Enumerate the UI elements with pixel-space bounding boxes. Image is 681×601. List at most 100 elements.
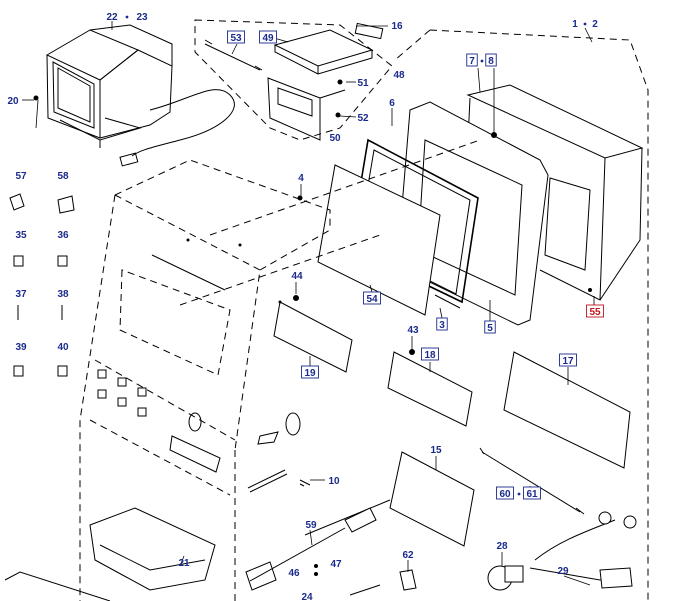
callout-5: 5 xyxy=(484,320,496,334)
callout-box xyxy=(496,486,514,500)
callout-number: 50 xyxy=(329,133,341,144)
callout-number: 49 xyxy=(262,33,274,44)
callout-16: 16 xyxy=(391,21,403,32)
callout-box xyxy=(559,353,577,367)
bottom-components xyxy=(4,447,637,601)
callout-box xyxy=(586,304,604,318)
callout-number: 43 xyxy=(407,325,419,336)
callout-number: 62 xyxy=(402,550,414,561)
callout-number: 23 xyxy=(136,12,148,23)
callout-box xyxy=(259,30,277,44)
small-parts-column xyxy=(9,193,75,377)
glass-panel-54 xyxy=(317,164,441,316)
callout-4: 4 xyxy=(298,173,304,184)
callout-number: 57 xyxy=(15,171,27,182)
callout-box xyxy=(466,53,478,67)
callout-number: 47 xyxy=(330,559,342,570)
callout-number: 54 xyxy=(366,294,378,305)
callout-number: 29 xyxy=(557,566,569,577)
lcd-unit-group xyxy=(394,29,649,601)
callout-6: 6 xyxy=(389,98,395,109)
callout-43: 43 xyxy=(407,325,419,336)
callout-35: 35 xyxy=(15,230,27,241)
callout-number: 59 xyxy=(305,520,317,531)
callout-number: 21 xyxy=(178,558,190,569)
callout-number: 16 xyxy=(391,21,403,32)
callout-36: 36 xyxy=(57,230,69,241)
callout-50: 50 xyxy=(329,133,341,144)
callout-number: 40 xyxy=(57,342,69,353)
callout-62: 62 xyxy=(402,550,414,561)
callout-number: 28 xyxy=(496,541,508,552)
callout-47: 47 xyxy=(330,559,342,570)
callout-number: 35 xyxy=(15,230,27,241)
callout-number: 15 xyxy=(430,445,442,456)
callout-number: 18 xyxy=(424,350,436,361)
callout-19: 19 xyxy=(301,365,319,379)
callout-number: 2 xyxy=(592,19,598,30)
callout-number: 1 xyxy=(572,19,578,30)
callout-15: 15 xyxy=(430,445,442,456)
callout-52: 52 xyxy=(357,113,369,124)
callout-22: 22 xyxy=(106,12,118,23)
callout-number: 38 xyxy=(57,289,69,300)
callout-23: 23 xyxy=(136,12,148,23)
callout-number: 19 xyxy=(304,368,316,379)
callout-3: 3 xyxy=(436,317,448,331)
callout-number: 58 xyxy=(57,171,69,182)
callout-46: 46 xyxy=(288,568,300,579)
callout-17: 17 xyxy=(559,353,577,367)
callout-number: 51 xyxy=(357,78,369,89)
callout-44: 44 xyxy=(291,271,303,282)
callout-29: 29 xyxy=(557,566,569,577)
callout-box xyxy=(227,30,245,44)
callout-54: 54 xyxy=(363,291,381,305)
callout-box xyxy=(301,365,319,379)
callout-18: 18 xyxy=(421,347,439,361)
callout-24: 24 xyxy=(301,592,313,601)
callout-48: 48 xyxy=(393,70,405,81)
callout-40: 40 xyxy=(57,342,69,353)
leader-lines xyxy=(22,21,595,586)
callout-7: 7 xyxy=(466,53,478,67)
callout-number: 8 xyxy=(488,56,494,67)
callout-number: 53 xyxy=(230,33,242,44)
callout-number: 7 xyxy=(469,56,475,67)
callout-37: 37 xyxy=(15,289,27,300)
callout-39: 39 xyxy=(15,342,27,353)
callout-number: 6 xyxy=(389,98,395,109)
pcb-19 xyxy=(273,300,353,373)
pcb-15 xyxy=(389,451,475,547)
callout-number: 60 xyxy=(499,489,511,500)
callout-number: 55 xyxy=(589,307,601,318)
callout-number: 20 xyxy=(7,96,19,107)
callout-number: 5 xyxy=(487,323,493,334)
callout-number: 52 xyxy=(357,113,369,124)
callout-61: 61 xyxy=(523,486,541,500)
callout-49: 49 xyxy=(259,30,277,44)
callout-number: 48 xyxy=(393,70,405,81)
callout-box xyxy=(485,53,497,67)
callout-8: 8 xyxy=(485,53,497,67)
callout-58: 58 xyxy=(57,171,69,182)
callout-57: 57 xyxy=(15,171,27,182)
callout-number: 24 xyxy=(301,592,313,601)
callout-box xyxy=(436,317,448,331)
callout-box xyxy=(484,320,496,334)
pair-separator-dot xyxy=(517,492,521,496)
callout-53: 53 xyxy=(227,30,245,44)
callout-60: 60 xyxy=(496,486,514,500)
pcb-18 xyxy=(387,349,473,427)
callout-number: 46 xyxy=(288,568,300,579)
callout-box xyxy=(523,486,541,500)
callout-2: 2 xyxy=(592,19,598,30)
callout-21: 21 xyxy=(178,558,190,569)
callout-59: 59 xyxy=(305,520,317,531)
pair-separator-dot xyxy=(583,22,587,26)
main-cabinet xyxy=(79,139,481,601)
callout-1: 1 xyxy=(572,19,578,30)
callout-number: 61 xyxy=(526,489,538,500)
callout-number: 3 xyxy=(439,320,445,331)
pcb-17 xyxy=(503,351,631,469)
